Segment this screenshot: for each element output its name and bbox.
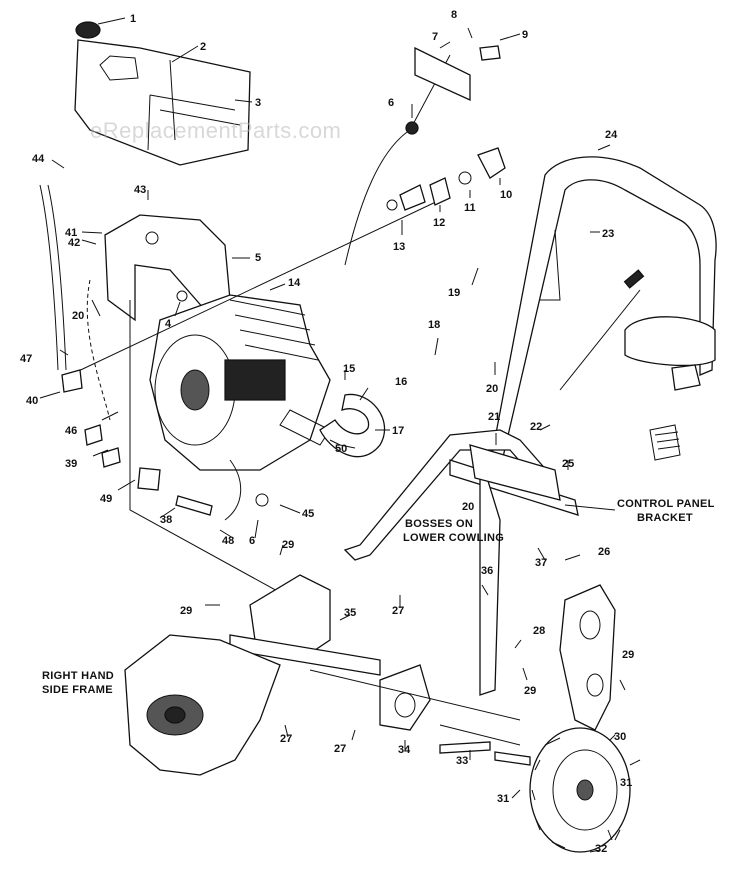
callout-20c: 20 [462,501,474,513]
callout-45: 45 [302,508,314,520]
callout-20a: 20 [72,310,84,322]
callout-35: 35 [344,607,356,619]
callout-14: 14 [288,277,301,289]
callout-47: 47 [20,353,32,365]
callout-20b: 20 [486,383,498,395]
callout-5: 5 [255,252,261,264]
watermark-text: eReplacementParts.com [90,118,341,143]
fuel-fittings [61,369,269,516]
callout-4: 4 [165,318,172,330]
callout-46: 46 [65,425,77,437]
callout-50: 50 [335,443,347,455]
throttle-hardware [386,45,506,211]
fuel-line [39,184,67,371]
annotation-notes: CONTROL PANEL BRACKET BOSSES ON LOWER CO… [42,498,715,696]
wheel [529,727,631,853]
callout-labels: 1 2 3 44 43 42 41 5 4 14 20 47 40 46 39 … [20,9,634,855]
callout-7: 7 [432,31,438,43]
muffler-guard [319,393,386,458]
callout-2: 2 [200,41,206,53]
callout-30: 30 [614,731,626,743]
callout-31a: 31 [497,793,509,805]
engine [149,294,331,471]
leader-lines [39,17,641,841]
callout-23: 23 [602,228,614,240]
callout-31b: 31 [620,777,632,789]
callout-6b: 6 [249,535,255,547]
callout-16: 16 [395,376,407,388]
callout-42: 42 [68,237,80,249]
note-control-panel-line1: CONTROL PANEL [617,498,715,510]
callout-9: 9 [522,29,528,41]
callout-34: 34 [398,744,411,756]
callout-29d: 29 [622,649,634,661]
note-bosses-line1: BOSSES ON [405,518,473,530]
callout-43: 43 [134,184,146,196]
callout-44: 44 [32,153,45,165]
callout-13: 13 [393,241,405,253]
callout-24: 24 [605,129,618,141]
callout-39: 39 [65,458,77,470]
callout-21: 21 [488,411,500,423]
callout-37: 37 [535,557,547,569]
note-control-panel-line2: BRACKET [637,512,693,524]
handle-assembly [489,156,717,471]
callout-49: 49 [100,493,112,505]
callout-27c: 27 [334,743,346,755]
callout-28: 28 [533,625,545,637]
side-frame-plate [559,584,616,731]
note-side-frame-line2: SIDE FRAME [42,684,113,696]
note-bosses-line2: LOWER COWLING [403,532,504,544]
callout-22: 22 [530,421,542,433]
callout-29b: 29 [180,605,192,617]
callout-26: 26 [598,546,610,558]
callout-36: 36 [481,565,493,577]
callout-32: 32 [595,843,607,855]
right-hand-side-frame [124,634,281,776]
callout-10: 10 [500,189,512,201]
control-panel-bracket [469,444,561,501]
callout-25: 25 [562,458,574,470]
callout-41: 41 [65,227,77,239]
spring-assembly [649,364,701,461]
callout-38: 38 [160,514,172,526]
callout-18: 18 [428,319,440,331]
callout-3: 3 [255,97,261,109]
frame-assembly [229,574,521,746]
fuel-tank [74,21,251,166]
callout-33: 33 [456,755,468,767]
callout-29c: 29 [524,685,536,697]
callout-6a: 6 [388,97,394,109]
callout-40: 40 [26,395,38,407]
callout-1: 1 [130,13,136,25]
callout-12: 12 [433,217,445,229]
callout-15: 15 [343,363,355,375]
callout-27a: 27 [392,605,404,617]
note-side-frame-line1: RIGHT HAND [42,670,114,682]
callout-29a: 29 [282,539,294,551]
callout-27b: 27 [280,733,292,745]
callout-11: 11 [464,202,476,214]
callout-17: 17 [392,425,404,437]
callout-48: 48 [222,535,234,547]
callout-8: 8 [451,9,457,21]
callout-19: 19 [448,287,460,299]
